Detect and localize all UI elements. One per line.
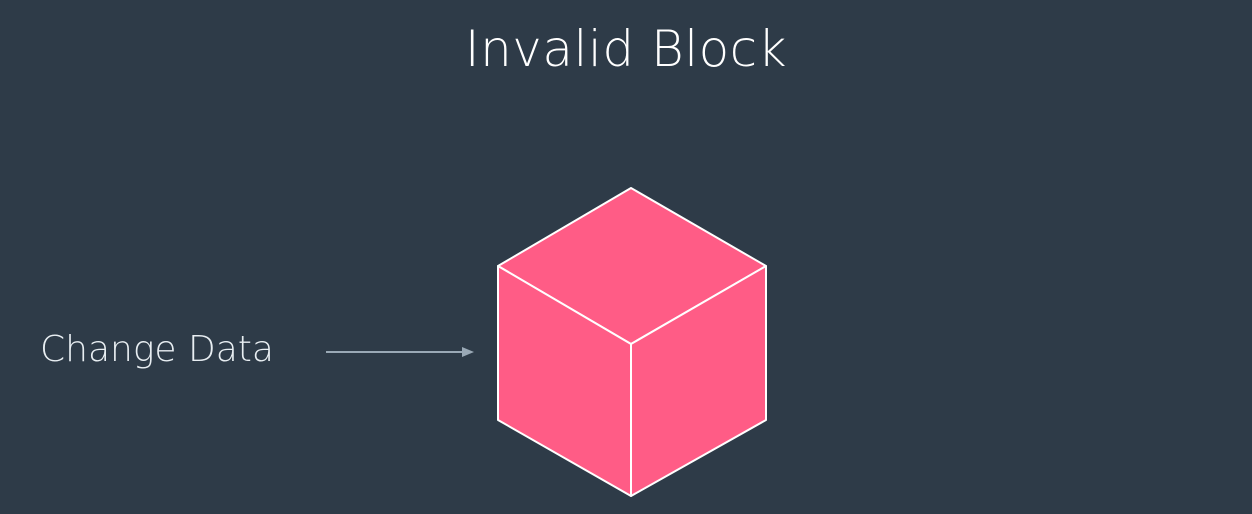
block-cube (497, 187, 767, 497)
arrow-head (462, 347, 474, 357)
change-data-label: Change Data (40, 329, 274, 370)
cube-right-face (630, 265, 767, 497)
slide-title: Invalid Block (464, 20, 788, 78)
arrow (326, 347, 474, 357)
